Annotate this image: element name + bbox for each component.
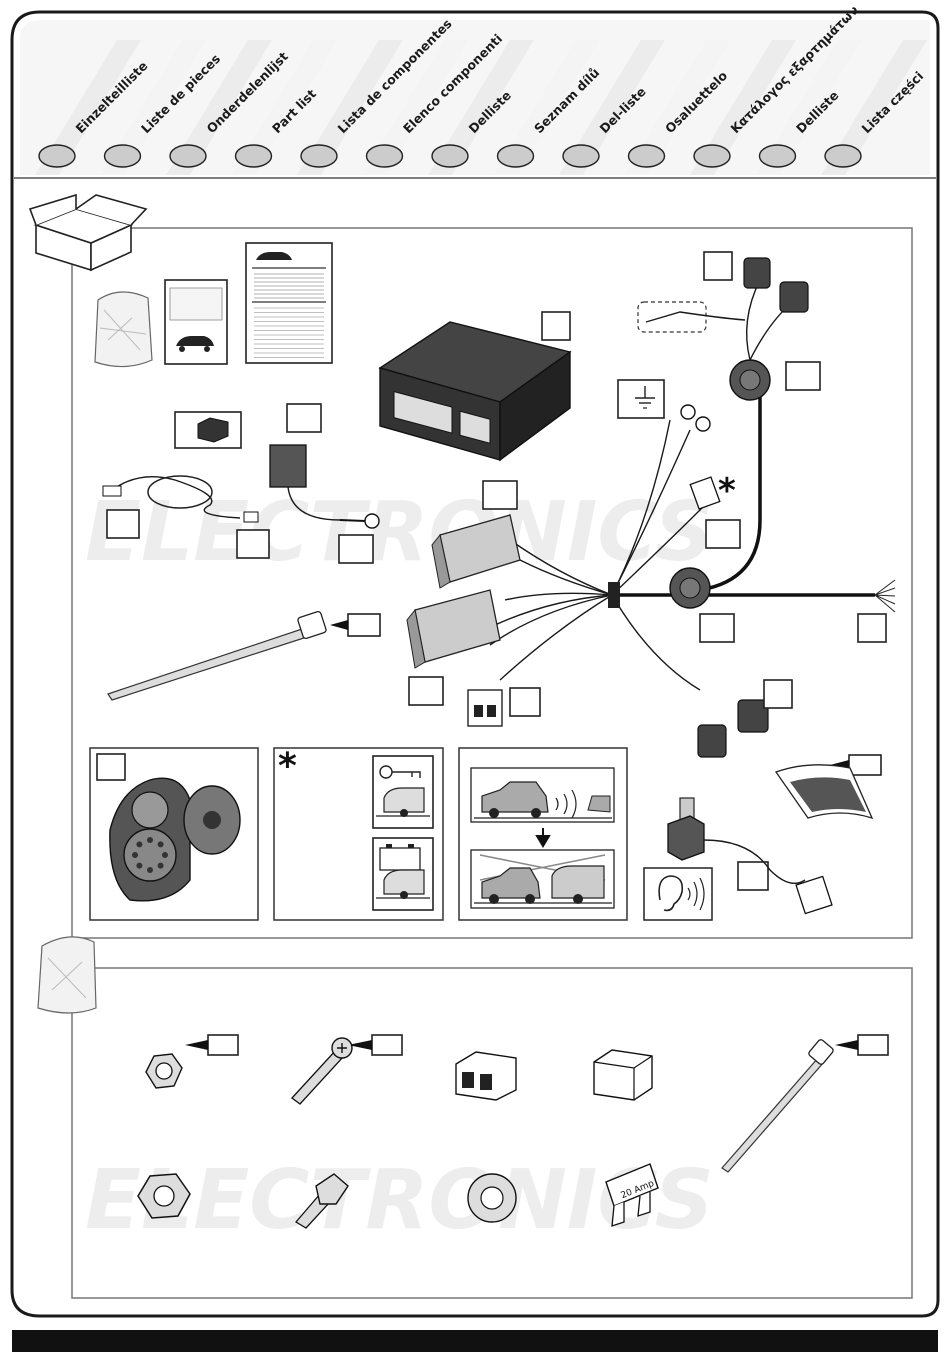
language-tab bbox=[367, 145, 403, 167]
fuse-holder-icon bbox=[594, 1050, 652, 1100]
language-tab bbox=[301, 145, 337, 167]
battery-icon bbox=[380, 844, 420, 870]
watermark-text-top: ELECTRONICS bbox=[85, 485, 714, 580]
bag-icon bbox=[95, 292, 152, 367]
socket-pin bbox=[147, 867, 153, 873]
language-tab bbox=[105, 145, 141, 167]
socket-pin bbox=[147, 837, 153, 843]
relay-module-icon bbox=[175, 412, 241, 448]
socket-pin bbox=[136, 841, 142, 847]
language-tab bbox=[563, 145, 599, 167]
language-tab bbox=[760, 145, 796, 167]
language-tab bbox=[825, 145, 861, 167]
language-tab bbox=[432, 145, 468, 167]
language-tab bbox=[694, 145, 730, 167]
sheet-frame bbox=[12, 12, 938, 1316]
socket-pin bbox=[158, 863, 164, 869]
footer-bar bbox=[12, 1330, 938, 1352]
small-parts-bag-icon bbox=[38, 937, 96, 1013]
socket-pin bbox=[132, 852, 138, 858]
washer-icon bbox=[468, 1174, 516, 1222]
ear-icon bbox=[644, 868, 712, 920]
language-tab bbox=[629, 145, 665, 167]
language-tab bbox=[236, 145, 272, 167]
two-pin-connector-icon bbox=[468, 690, 502, 726]
connector-icon bbox=[456, 1052, 516, 1100]
socket-pin bbox=[158, 841, 164, 847]
ground-symbol-icon bbox=[618, 380, 664, 418]
socket-pin bbox=[162, 852, 168, 858]
svg-text:*: * bbox=[278, 746, 297, 787]
language-tab bbox=[170, 145, 206, 167]
language-tab bbox=[498, 145, 534, 167]
asterisk-mark: * bbox=[718, 471, 736, 511]
language-tab bbox=[39, 145, 75, 167]
socket-pin bbox=[136, 863, 142, 869]
